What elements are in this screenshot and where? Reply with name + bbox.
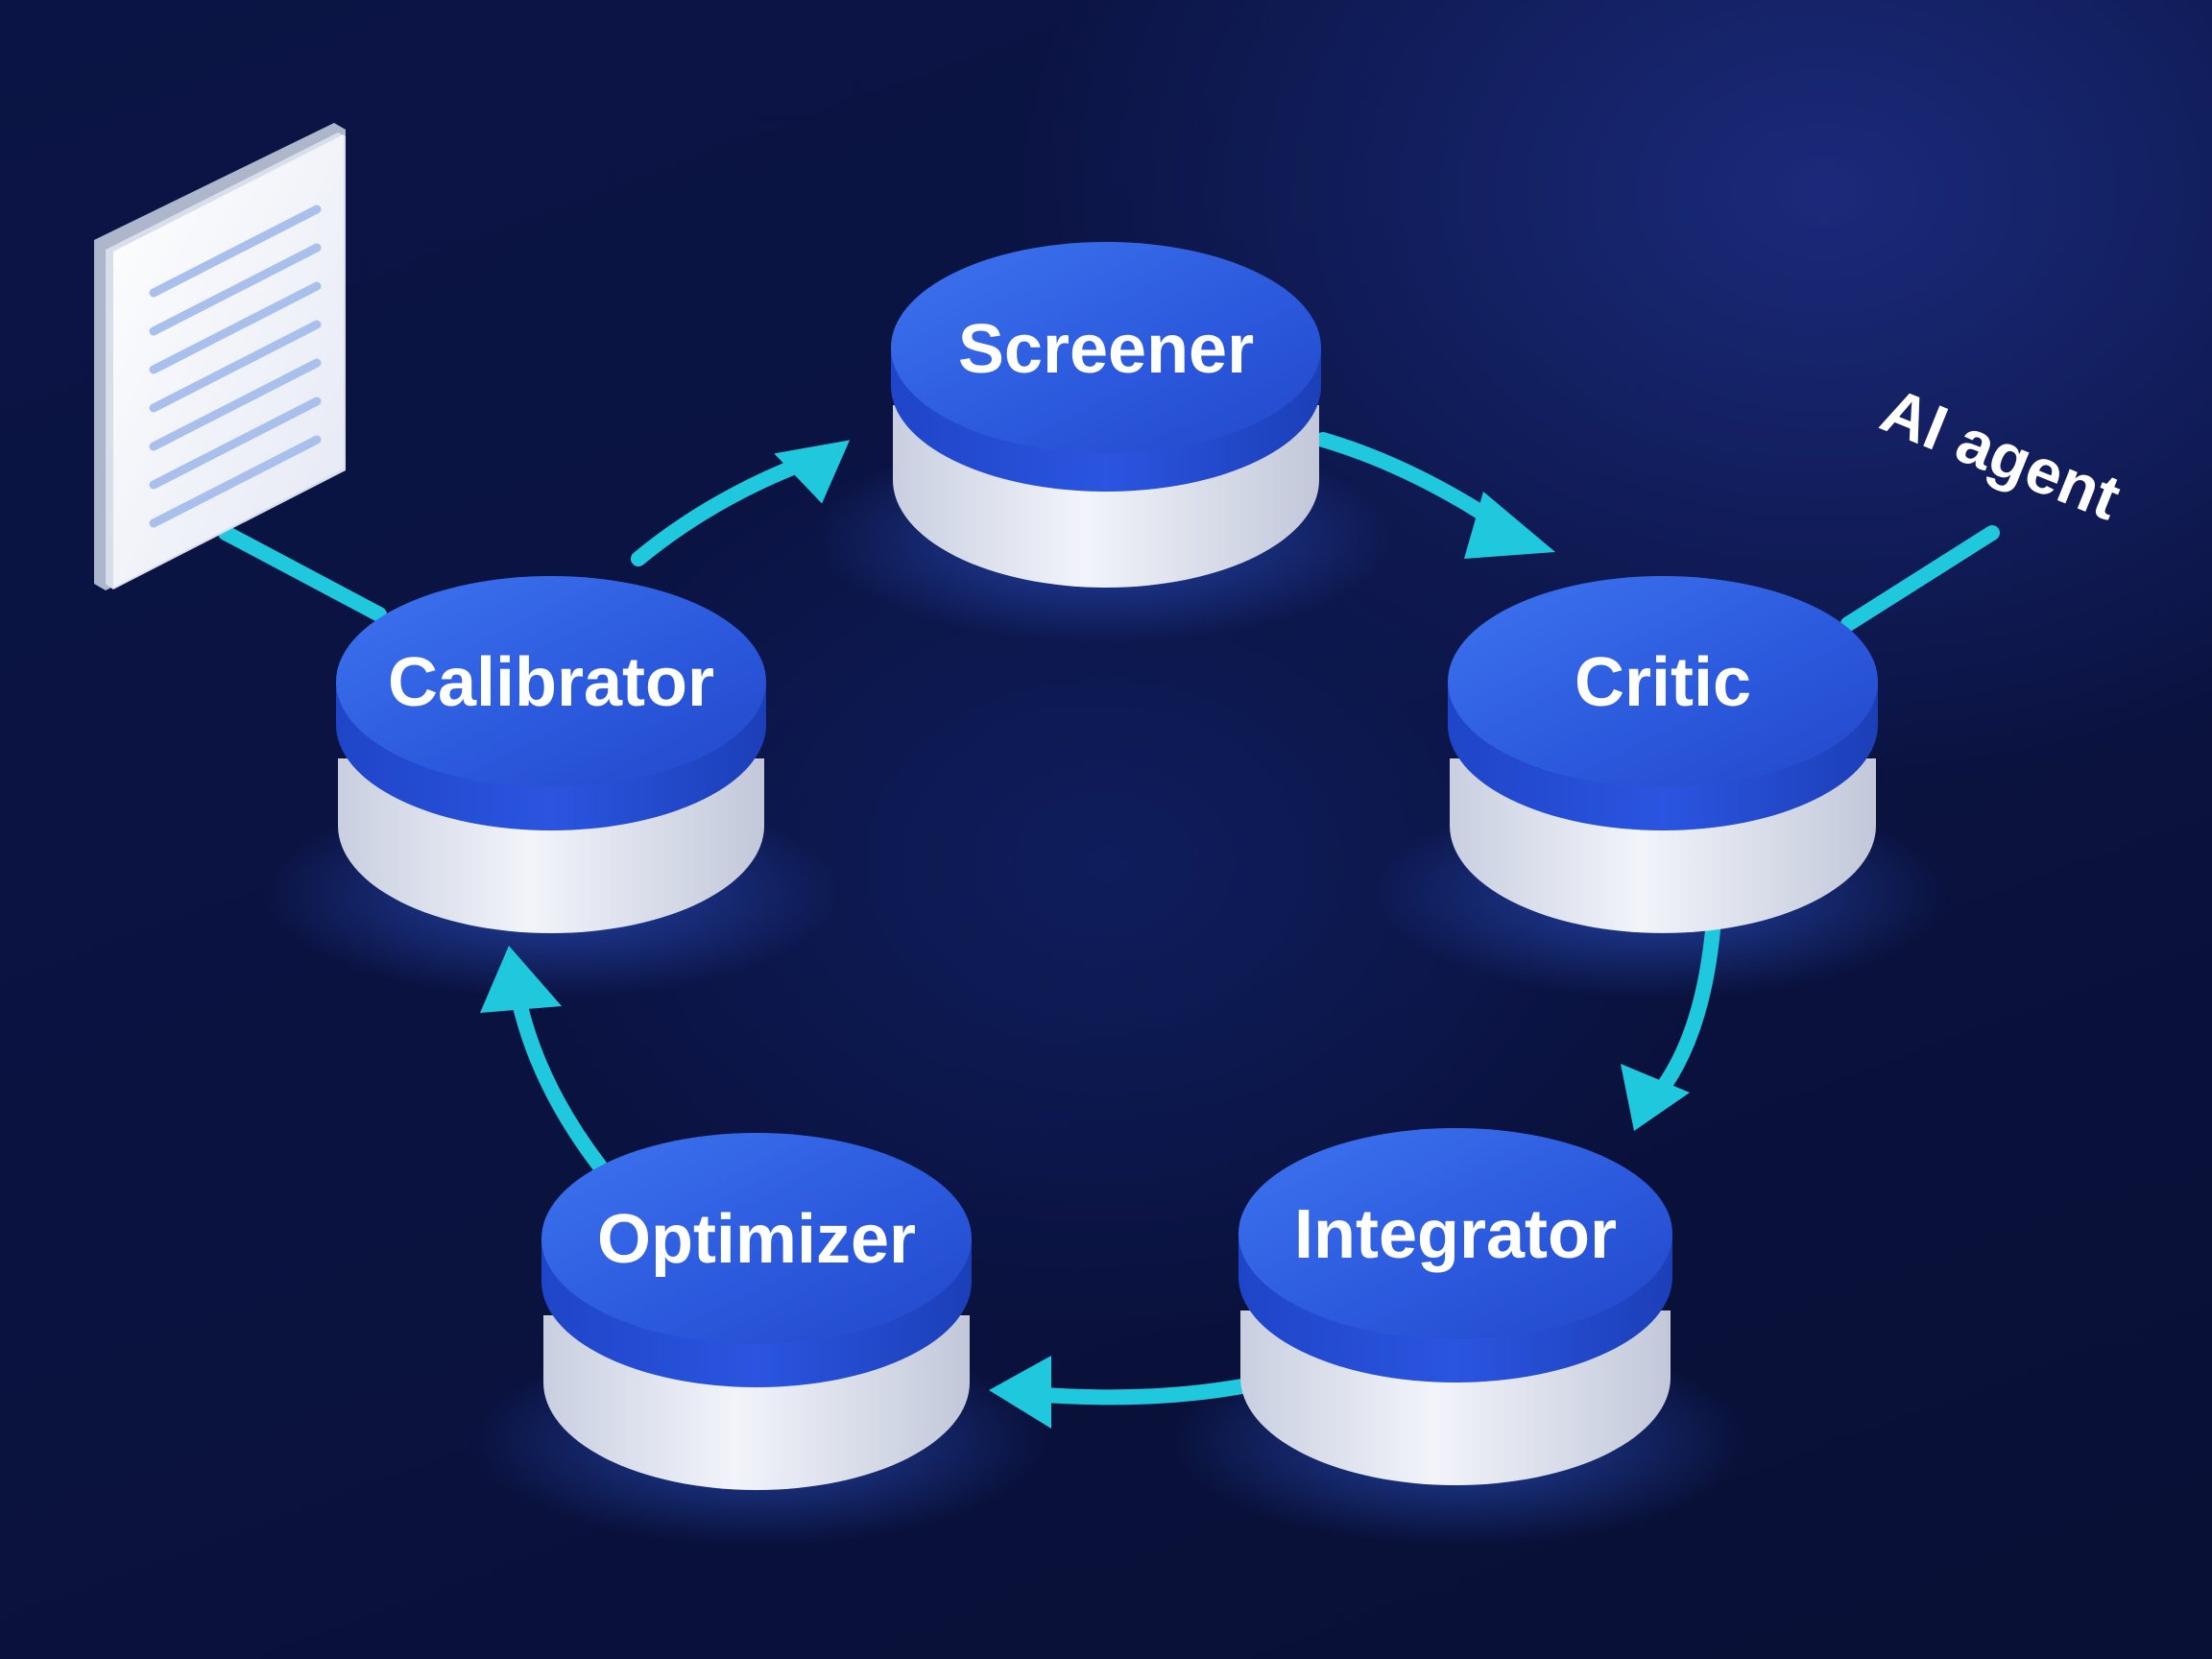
arrow-heads xyxy=(480,440,1690,1429)
node-critic[interactable]: Critic xyxy=(1448,576,1878,933)
arrow-head-screener xyxy=(774,440,851,504)
node-screener[interactable]: Screener xyxy=(891,242,1321,588)
arrow-critic-to-integrator xyxy=(1648,912,1721,1104)
external-connectors xyxy=(218,525,2000,632)
arrow-calibrator-to-screener xyxy=(631,455,812,566)
node-label-critic: Critic xyxy=(1575,644,1751,721)
agent-label: AI agent xyxy=(1872,373,2130,533)
node-label-screener: Screener xyxy=(958,311,1254,388)
node-label-optimizer: Optimizer xyxy=(597,1201,916,1278)
document-icon xyxy=(94,123,346,590)
arrow-integrator-to-optimizer xyxy=(1024,1377,1261,1406)
arrow-head-optimizer xyxy=(989,1356,1051,1429)
agent-connector xyxy=(1840,525,2000,632)
node-calibrator[interactable]: Calibrator xyxy=(336,576,766,933)
node-integrator[interactable]: Integrator xyxy=(1238,1128,1672,1485)
arrow-head-critic xyxy=(1464,492,1555,559)
node-label-integrator: Integrator xyxy=(1294,1196,1617,1273)
node-optimizer[interactable]: Optimizer xyxy=(541,1133,972,1490)
arrow-optimizer-to-calibrator xyxy=(511,991,608,1174)
arrow-head-integrator xyxy=(1621,1064,1690,1131)
document-connector xyxy=(218,525,387,622)
arrow-head-calibrator xyxy=(480,946,562,1013)
node-label-calibrator: Calibrator xyxy=(388,644,714,721)
